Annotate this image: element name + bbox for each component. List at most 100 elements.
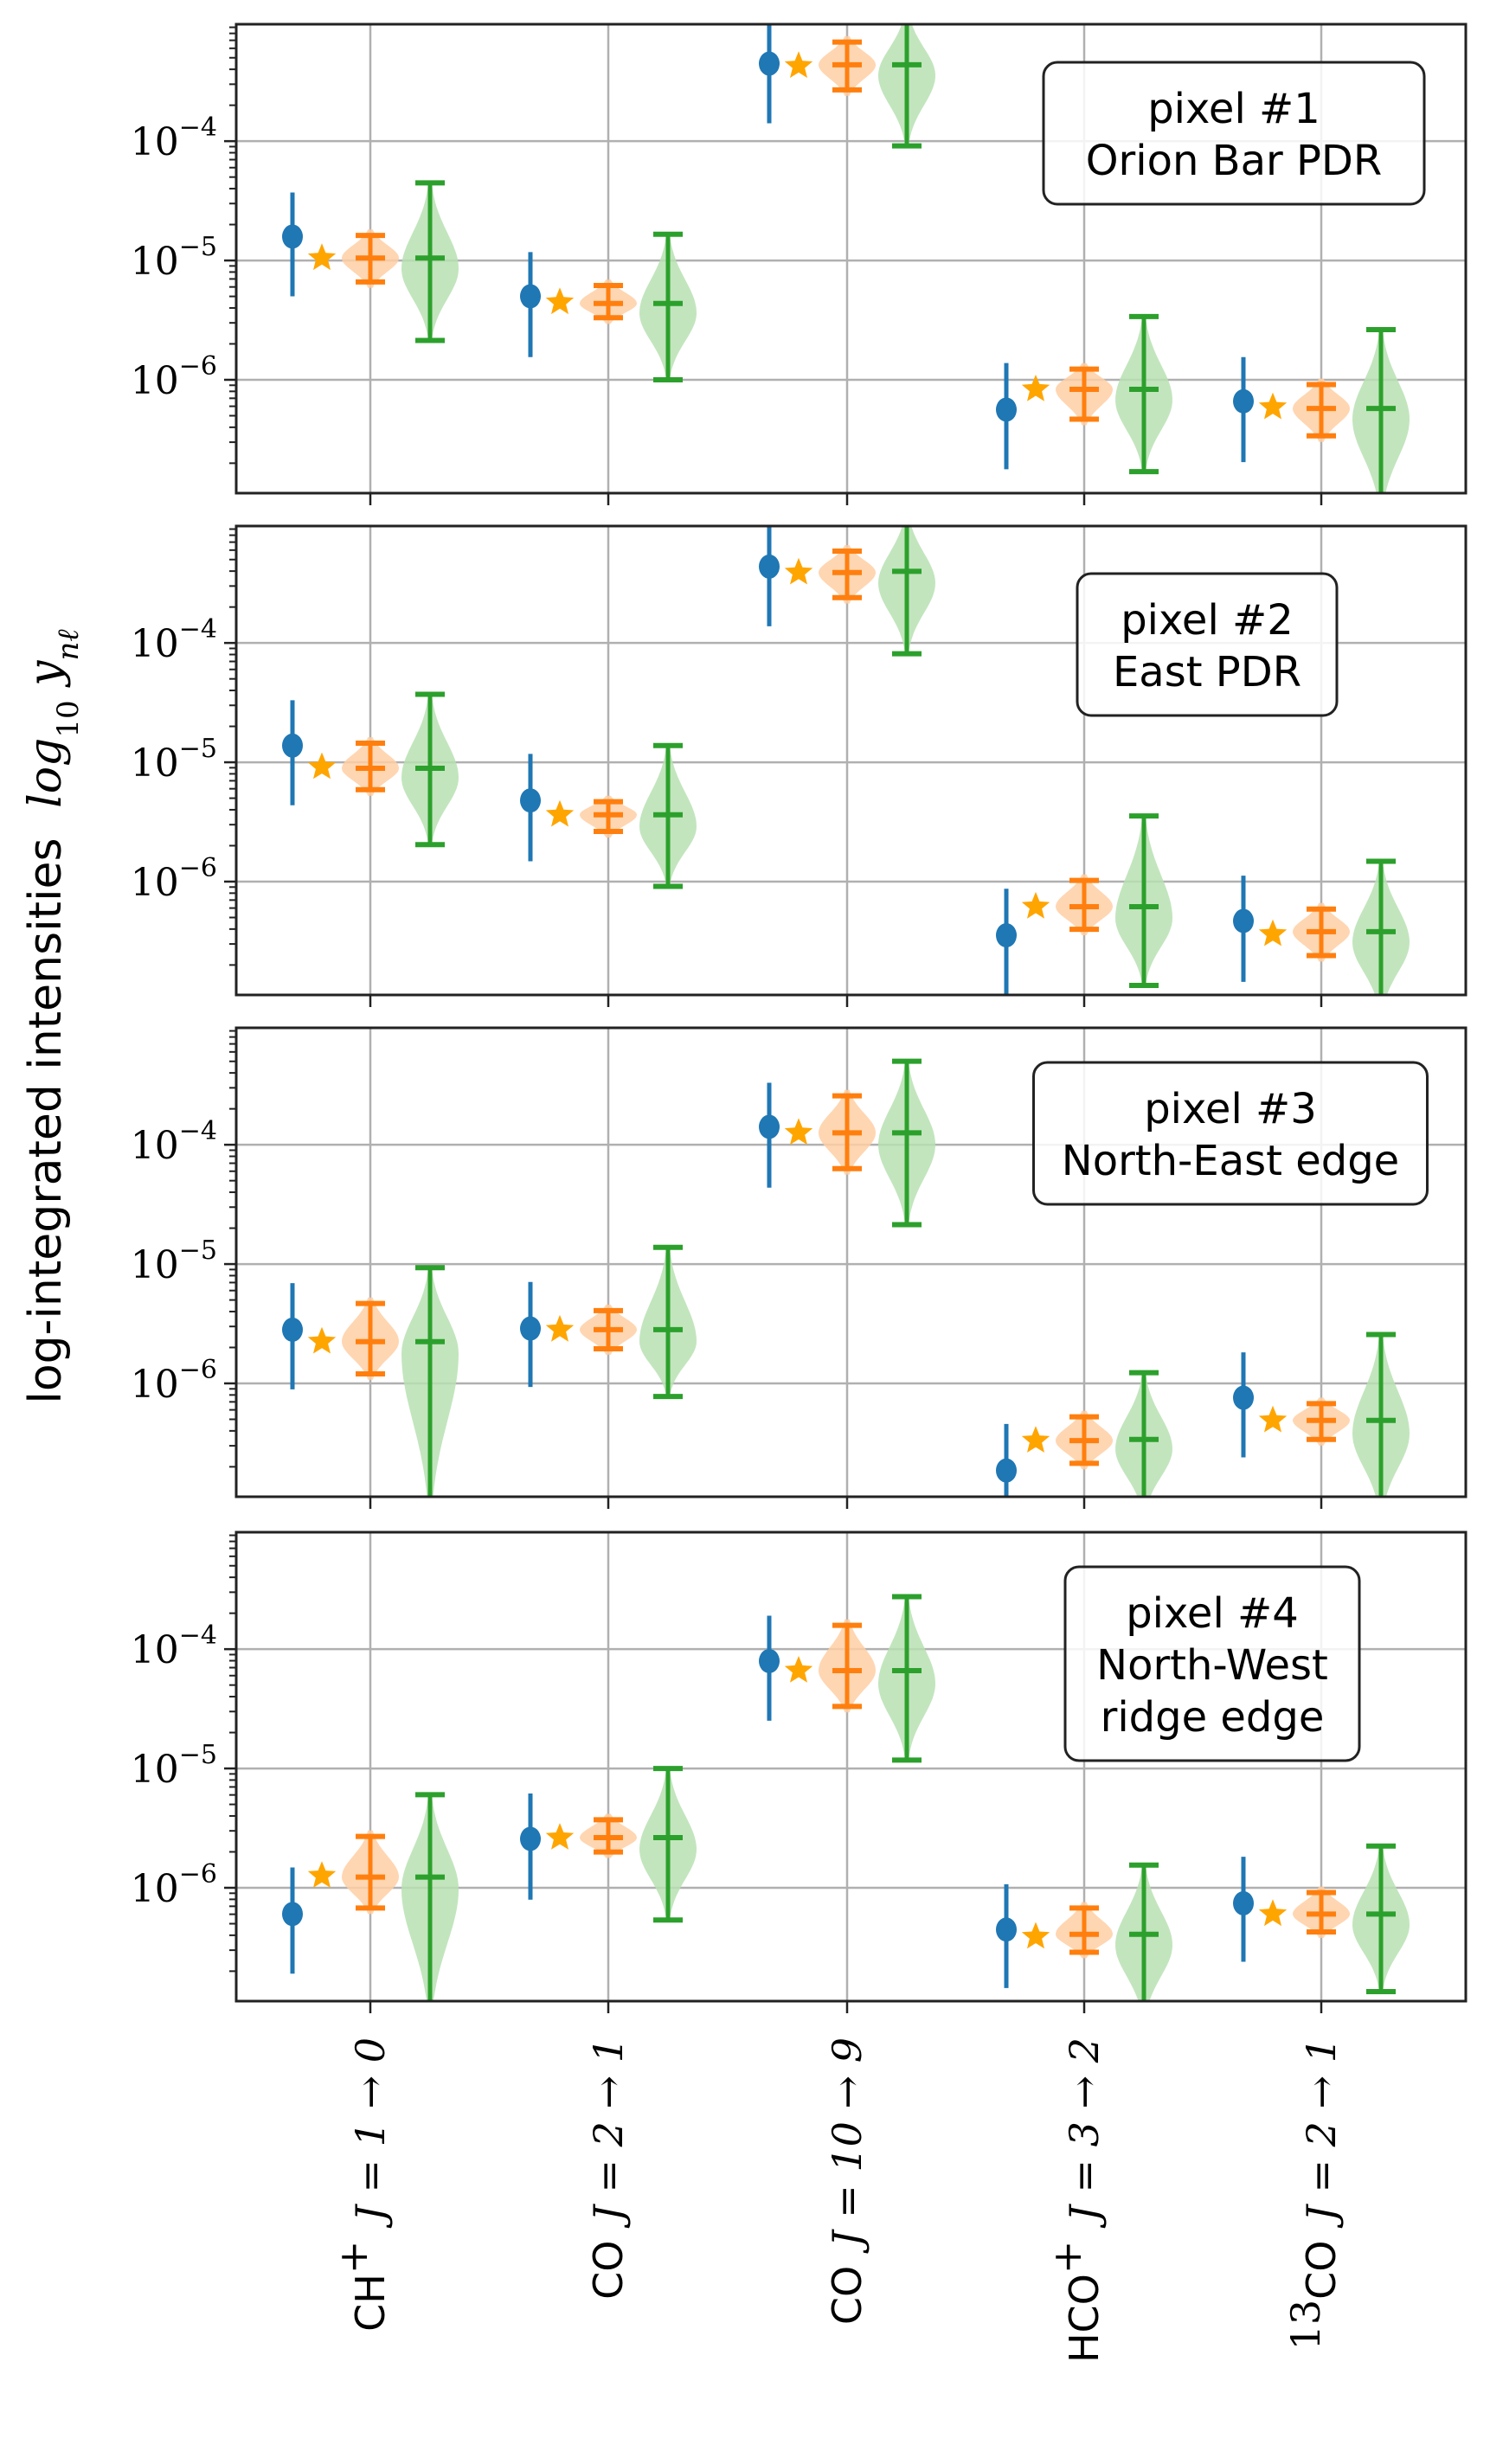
transition-label: J = 2 → 1 <box>1298 2037 1345 2229</box>
y-tick-exponent: −4 <box>179 1116 217 1146</box>
observation-point <box>282 224 303 249</box>
y-tick-exponent: −4 <box>179 1620 217 1651</box>
estimate-star <box>307 752 337 780</box>
estimate-star <box>784 557 813 585</box>
panel-pixel-number: pixel #2 <box>1121 596 1294 645</box>
y-tick-base: 10 <box>131 622 179 666</box>
transition-label: J = 2 → 1 <box>585 2037 632 2229</box>
y-axis-label-text: log-integrated intensities <box>20 837 72 1403</box>
estimate-star <box>1021 1922 1050 1949</box>
x-category-label-text: CO J = 10 → 9 <box>824 2037 870 2325</box>
y-tick-base: 10 <box>131 1748 179 1792</box>
y-tick-base: 10 <box>131 1363 179 1407</box>
y-tick-exponent: −6 <box>179 1355 217 1385</box>
y-tick-exponent: −4 <box>179 614 217 645</box>
y-tick-exponent: −6 <box>179 351 217 382</box>
species-name: CO <box>585 2241 632 2300</box>
estimate-star <box>784 1656 813 1683</box>
y-tick-base: 10 <box>131 1867 179 1911</box>
y-tick-exponent: −4 <box>179 112 217 143</box>
panel-region-name: North-West <box>1096 1641 1328 1690</box>
estimate-star <box>545 1314 575 1342</box>
estimate-star <box>1021 375 1050 401</box>
y-tick-base: 10 <box>131 359 179 403</box>
panel-pixel-number: pixel #1 <box>1147 85 1320 133</box>
observation-point <box>1233 908 1254 934</box>
panel-region-name: Orion Bar PDR <box>1086 137 1383 185</box>
y-axis-label: log-integrated intensities log10 ynℓ <box>20 629 86 1403</box>
axes-frame <box>234 524 1468 997</box>
estimate-star <box>545 1823 575 1850</box>
observation-point <box>996 397 1017 422</box>
label-box-frame <box>1032 1061 1429 1206</box>
data-marks <box>282 1058 1410 1497</box>
x-category-label: HCO+J = 3 → 2 <box>1044 2037 1108 2363</box>
species-name: CO <box>824 2266 870 2325</box>
label-box-frame <box>1076 572 1339 717</box>
transition-label: J = 1 → 0 <box>347 2037 394 2229</box>
x-category-label-text: CH+J = 1 → 0 <box>330 2037 394 2332</box>
y-tick-label: 10−5 <box>131 1740 217 1792</box>
observation-point <box>759 1114 780 1139</box>
estimate-star <box>545 799 575 827</box>
observation-point <box>759 554 780 579</box>
observation-point <box>520 284 541 309</box>
y-tick-exponent: −6 <box>179 853 217 883</box>
axes-frame <box>234 22 1468 495</box>
observation-point <box>282 1902 303 1927</box>
data-marks <box>282 1594 1410 2001</box>
y-tick-label: 10−5 <box>131 1235 217 1287</box>
observation-point <box>996 923 1017 948</box>
estimate-star <box>307 243 337 271</box>
label-box-frame <box>1042 61 1426 206</box>
x-category-label: CO J = 10 → 9 <box>824 2037 870 2325</box>
estimate-star <box>1258 919 1288 946</box>
x-category-label-text: HCO+J = 3 → 2 <box>1044 2037 1108 2363</box>
observation-point <box>996 1458 1017 1483</box>
y-tick-base: 10 <box>131 861 179 905</box>
transition-label: J = 10 → 9 <box>824 2037 870 2254</box>
charge-superscript: + <box>1044 2241 1090 2275</box>
transition-label: J = 3 → 2 <box>1061 2037 1108 2229</box>
estimate-star <box>1021 1426 1050 1453</box>
estimate-star <box>307 1861 337 1888</box>
estimate-star <box>307 1326 337 1354</box>
species-name: CO <box>1298 2241 1345 2300</box>
y-axis-label-math: log10 ynℓ <box>20 629 86 807</box>
panel-region-name: North-East edge <box>1062 1137 1399 1185</box>
svg-text:log-integrated intensities: log-integrated intensities log10 ynℓ <box>20 629 86 1403</box>
y-tick-label: 10−4 <box>131 112 217 164</box>
x-category-label: 13COJ = 2 → 1 <box>1282 2037 1345 2350</box>
observation-point <box>282 733 303 758</box>
y-tick-exponent: −5 <box>179 1740 217 1770</box>
panel-pixel-number: pixel #4 <box>1126 1589 1299 1638</box>
panel-region-name: East PDR <box>1113 648 1301 696</box>
estimate-star <box>1258 392 1288 420</box>
x-category-label-text: 13COJ = 2 → 1 <box>1282 2037 1345 2350</box>
data-marks <box>282 24 1410 493</box>
observation-point <box>520 1316 541 1341</box>
observation-point <box>1233 1890 1254 1915</box>
y-tick-base: 10 <box>131 741 179 786</box>
y-tick-base: 10 <box>131 1243 179 1287</box>
y-tick-label: 10−4 <box>131 1116 217 1168</box>
observation-point <box>759 51 780 76</box>
observation-point <box>520 788 541 813</box>
y-tick-exponent: −5 <box>179 232 217 262</box>
axes-frame <box>234 1026 1468 1498</box>
x-category-label-text: CO J = 2 → 1 <box>585 2037 632 2300</box>
y-tick-label: 10−6 <box>131 351 217 403</box>
y-tick-label: 10−6 <box>131 1355 217 1407</box>
x-category-label: CH+J = 1 → 0 <box>330 2037 394 2332</box>
estimate-star <box>1258 1899 1288 1927</box>
species-name: CH <box>347 2274 394 2332</box>
